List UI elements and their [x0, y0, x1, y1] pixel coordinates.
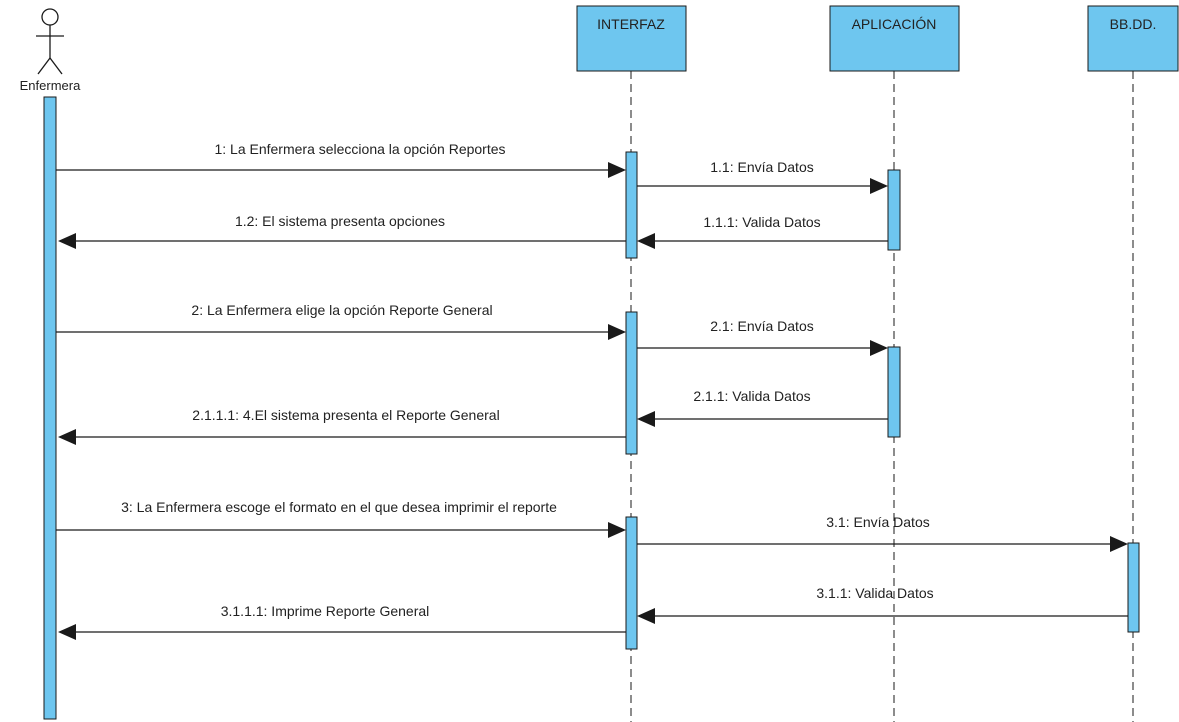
arrowhead-icon	[637, 411, 655, 427]
arrowhead-icon	[608, 162, 626, 178]
activation-box	[625, 516, 638, 650]
arrowhead-icon	[58, 624, 76, 640]
message-1: 1: La Enfermera selecciona la opción Rep…	[56, 141, 626, 178]
message-label: 2.1.1: Valida Datos	[693, 388, 810, 404]
message-1-1-1: 1.1.1: Valida Datos	[637, 214, 888, 249]
lifeline-interfaz: INTERFAZ	[576, 5, 687, 722]
arrowhead-icon	[608, 324, 626, 340]
activation-box	[1127, 542, 1140, 633]
actor-activation-bar	[43, 96, 57, 720]
message-3: 3: La Enfermera escoge el formato en el …	[56, 499, 626, 538]
message-label: 3.1.1: Valida Datos	[816, 585, 933, 601]
lifeline-aplicacion: APLICACIÓN	[829, 5, 960, 722]
arrowhead-icon	[58, 429, 76, 445]
message-label: 1.1.1: Valida Datos	[703, 214, 820, 230]
arrowhead-icon	[637, 233, 655, 249]
arrowhead-icon	[637, 608, 655, 624]
arrowhead-icon	[870, 340, 888, 356]
stick-figure-icon	[36, 8, 64, 75]
message-label: 2: La Enfermera elige la opción Reporte …	[191, 302, 492, 318]
message-2-1-1-1: 2.1.1.1: 4.El sistema presenta el Report…	[58, 407, 626, 445]
message-label: 1.2: El sistema presenta opciones	[235, 213, 445, 229]
message-3-1-1-1: 3.1.1.1: Imprime Reporte General	[58, 603, 626, 640]
message-label: 2.1.1.1: 4.El sistema presenta el Report…	[192, 407, 499, 423]
message-label: 1.1: Envía Datos	[710, 159, 814, 175]
arrowhead-icon	[1110, 536, 1128, 552]
message-3-1-1: 3.1.1: Valida Datos	[637, 585, 1128, 624]
activation-box	[887, 169, 901, 251]
lifeline-head-box	[829, 5, 960, 72]
message-1-2: 1.2: El sistema presenta opciones	[58, 213, 626, 249]
message-label: 3.1: Envía Datos	[826, 514, 930, 530]
lifeline-name: APLICACIÓN	[852, 16, 937, 32]
arrowhead-icon	[608, 522, 626, 538]
arrowhead-icon	[58, 233, 76, 249]
lifeline-head-box	[1087, 5, 1179, 72]
actor-name: Enfermera	[20, 78, 81, 93]
message-label: 3: La Enfermera escoge el formato en el …	[121, 499, 557, 515]
actor-enfermera: Enfermera	[20, 8, 81, 93]
message-label: 2.1: Envía Datos	[710, 318, 814, 334]
lifeline-name: INTERFAZ	[597, 16, 665, 32]
message-label: 1: La Enfermera selecciona la opción Rep…	[214, 141, 505, 157]
activation-box	[625, 151, 638, 259]
lifeline-head-box	[576, 5, 687, 72]
lifeline-name: BB.DD.	[1110, 16, 1157, 32]
message-label: 3.1.1.1: Imprime Reporte General	[221, 603, 430, 619]
message-2-1-1: 2.1.1: Valida Datos	[637, 388, 888, 427]
activation-box	[625, 311, 638, 455]
message-1-1: 1.1: Envía Datos	[637, 159, 888, 194]
message-3-1: 3.1: Envía Datos	[637, 514, 1128, 552]
arrowhead-icon	[870, 178, 888, 194]
lifeline-bbdd: BB.DD.	[1087, 5, 1179, 722]
message-2-1: 2.1: Envía Datos	[637, 318, 888, 356]
activation-box	[887, 346, 901, 438]
message-2: 2: La Enfermera elige la opción Reporte …	[56, 302, 626, 340]
